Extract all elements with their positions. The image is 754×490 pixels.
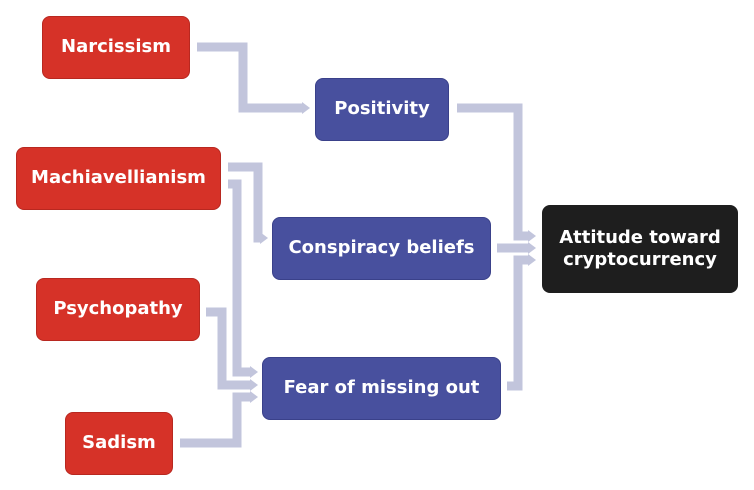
node-positivity: Positivity bbox=[315, 78, 449, 141]
node-sadism: Sadism bbox=[65, 412, 173, 475]
link-narcissism-positivity bbox=[197, 42, 304, 113]
arrowhead-icon bbox=[250, 366, 258, 378]
arrowhead-icon bbox=[250, 391, 258, 403]
link-fomo-outcome bbox=[507, 255, 530, 391]
node-attitude-toward-cryptocurrency: Attitude toward cryptocurrency bbox=[542, 205, 738, 293]
node-label: Conspiracy beliefs bbox=[288, 237, 475, 259]
link-machiavellianism-fomo bbox=[228, 179, 252, 377]
node-label: Positivity bbox=[334, 98, 430, 120]
node-label: Psychopathy bbox=[53, 298, 183, 320]
node-conspiracy-beliefs: Conspiracy beliefs bbox=[272, 217, 491, 280]
node-psychopathy: Psychopathy bbox=[36, 278, 200, 341]
node-machiavellianism: Machiavellianism bbox=[16, 147, 221, 210]
arrowhead-icon bbox=[250, 379, 258, 391]
node-label: Sadism bbox=[82, 432, 156, 454]
link-psychopathy-fomo bbox=[206, 307, 252, 390]
arrowhead-icon bbox=[260, 232, 268, 244]
arrowheads bbox=[250, 102, 536, 403]
node-label-line2: cryptocurrency bbox=[563, 249, 717, 270]
node-label: Machiavellianism bbox=[31, 167, 206, 189]
node-label: Narcissism bbox=[61, 36, 171, 58]
node-narcissism: Narcissism bbox=[42, 16, 190, 79]
arrowhead-icon bbox=[528, 242, 536, 254]
arrowhead-icon bbox=[528, 254, 536, 266]
node-label-line1: Attitude toward bbox=[559, 226, 721, 248]
node-label: Fear of missing out bbox=[283, 377, 480, 399]
node-fear-of-missing-out: Fear of missing out bbox=[262, 357, 501, 420]
arrowhead-icon bbox=[302, 102, 310, 114]
arrowhead-icon bbox=[528, 230, 536, 242]
link-positivity-outcome bbox=[457, 103, 530, 241]
link-sadism-fomo bbox=[180, 392, 252, 448]
